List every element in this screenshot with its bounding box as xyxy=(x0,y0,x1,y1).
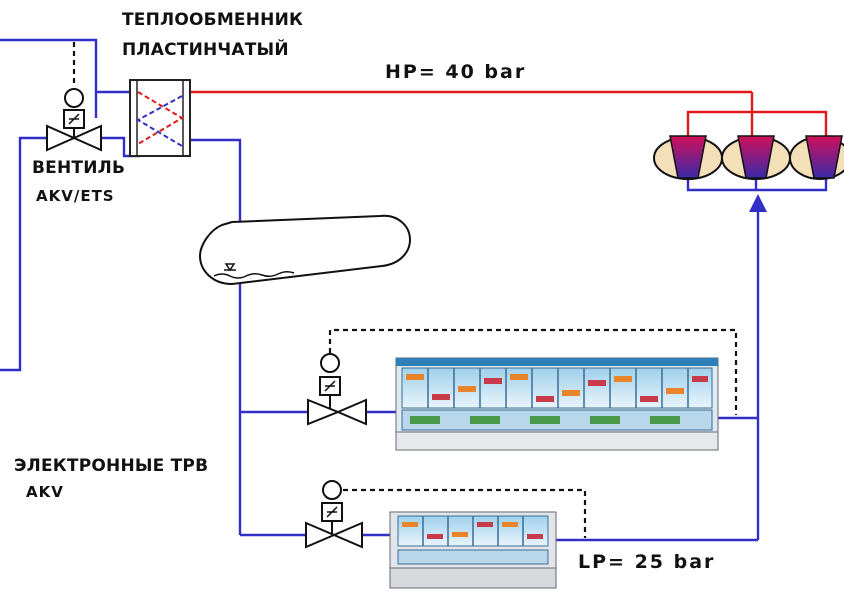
sensor-bulb-icon xyxy=(321,354,339,372)
pipe-left-top xyxy=(0,40,130,92)
red-piping xyxy=(190,92,826,136)
valve-code-label: AKV/ETS xyxy=(36,187,115,205)
display-case-icon xyxy=(390,512,556,588)
heat-exchanger-label-line2: ПЛАСТИНЧАТЫЙ xyxy=(122,40,289,60)
sensor-bulb-icon xyxy=(65,89,83,107)
etrv-code-label: AKV xyxy=(26,483,64,501)
pipe-hx-to-receiver xyxy=(190,140,240,230)
etrv-name-label: ЭЛЕКТРОННЫЕ ТРВ xyxy=(14,456,208,476)
gate-valve-icon xyxy=(308,400,366,424)
valve-akv-ets xyxy=(47,89,101,150)
heat-exchanger-label-line1: ТЕПЛООБМЕННИК xyxy=(122,10,303,30)
expansion-valve-upper xyxy=(308,354,366,424)
compressor-1 xyxy=(654,136,722,179)
high-pressure-label: HP= 40 bar xyxy=(385,61,526,83)
low-pressure-label: LP= 25 bar xyxy=(578,551,715,573)
compressor-2 xyxy=(722,136,790,179)
plate-heat-exchanger-icon xyxy=(130,80,190,156)
compressor-3 xyxy=(790,136,844,179)
flow-arrow-icon xyxy=(749,194,767,212)
display-case-icon xyxy=(396,358,718,450)
sensor-bulb-icon xyxy=(323,481,341,499)
gate-valve-icon xyxy=(306,523,362,547)
valve-name-label: ВЕНТИЛЬ xyxy=(32,158,125,178)
receiver-tank-icon xyxy=(200,216,410,284)
pipe-hp-comp1 xyxy=(688,112,826,136)
